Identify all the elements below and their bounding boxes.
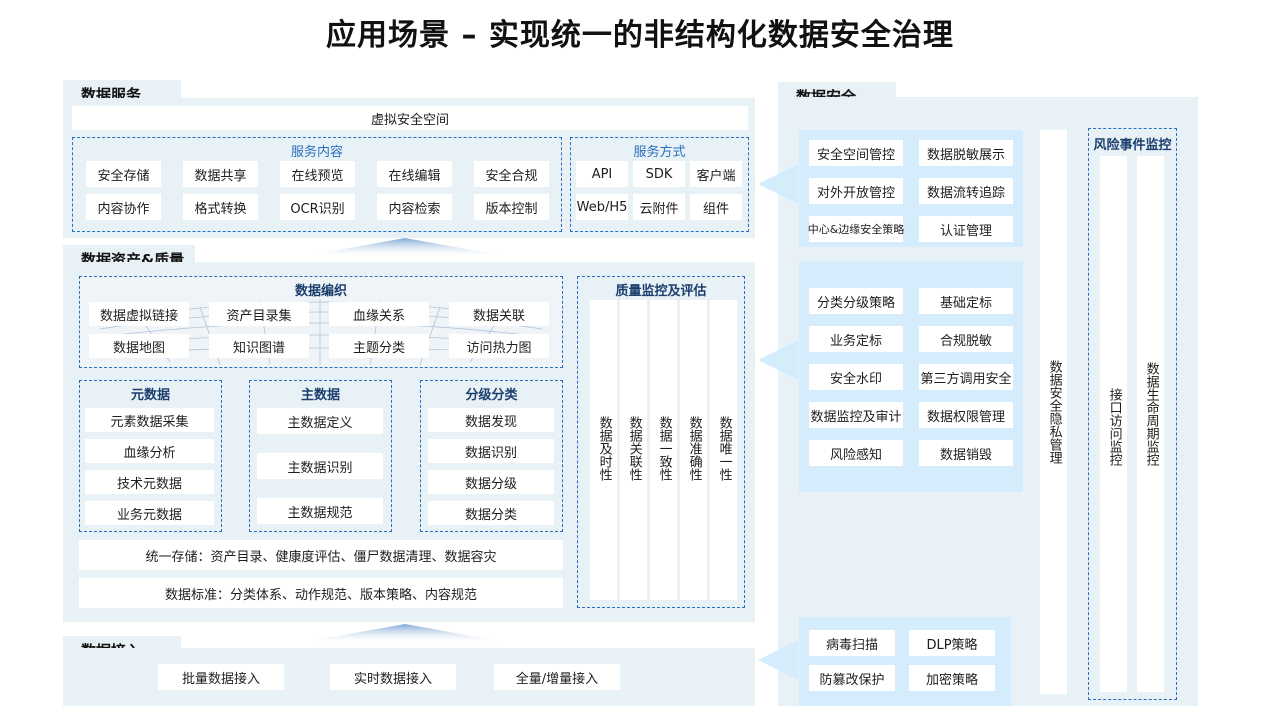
catalog-item: 数据地图 <box>89 334 189 358</box>
risk-column: 接口访问监控 <box>1100 156 1127 692</box>
security-item: 病毒扫描 <box>809 630 895 656</box>
access-item: 批量数据接入 <box>158 664 284 690</box>
security-item: 对外开放管控 <box>809 178 903 204</box>
catalog-title: 数据编织 <box>294 284 347 299</box>
quality-column: 数据准确性 <box>680 300 707 600</box>
security-item: 安全空间管控 <box>809 140 903 166</box>
service-content-item: 内容检索 <box>377 194 452 220</box>
quality-column: 数据及时性 <box>590 300 617 600</box>
virtual-space-bar: 虚拟安全空间 <box>72 106 748 130</box>
service-content-item: 版本控制 <box>474 194 549 220</box>
service-content-item: 安全存储 <box>86 161 161 187</box>
quality-label: 数据关联性 <box>626 416 642 481</box>
meta-title: 元数据 <box>130 388 170 403</box>
meta-item: 元素数据采集 <box>85 408 214 432</box>
security-item: 基础定标 <box>919 288 1013 314</box>
quality-label: 数据唯一性 <box>716 416 732 481</box>
quality-label: 数据一致性 <box>656 416 672 481</box>
service-content-item: OCR识别 <box>280 194 355 220</box>
catalog-item: 知识图谱 <box>209 334 309 358</box>
risk-box <box>1088 128 1177 700</box>
page-title: 应用场景 – 实现统一的非结构化数据安全治理 <box>326 18 954 53</box>
master-item: 主数据定义 <box>257 408 383 434</box>
security-item: DLP策略 <box>909 630 995 656</box>
meta-item: 血缘分析 <box>85 439 214 463</box>
grade-item: 数据发现 <box>428 408 554 432</box>
up-connector-1 <box>305 238 505 256</box>
security-item: 数据流转追踪 <box>919 178 1013 204</box>
access-item: 实时数据接入 <box>330 664 456 690</box>
up-connector-2 <box>305 624 505 642</box>
security-item: 第三方调用安全 <box>919 364 1013 390</box>
quality-column: 数据唯一性 <box>710 300 737 600</box>
security-item: 合规脱敏 <box>919 326 1013 352</box>
service-content-item: 格式转换 <box>183 194 258 220</box>
catalog-item: 主题分类 <box>329 334 429 358</box>
security-item: 分类分级策略 <box>809 288 903 314</box>
security-item: 数据权限管理 <box>919 402 1013 428</box>
security-item: 加密策略 <box>909 665 995 691</box>
meta-box <box>79 380 222 532</box>
service-method-title: 服务方式 <box>633 145 686 160</box>
grade-title: 分级分类 <box>465 388 518 403</box>
risk-label: 接口访问监控 <box>1106 388 1122 466</box>
security-item: 业务定标 <box>809 326 903 352</box>
grade-item: 数据识别 <box>428 439 554 463</box>
quality-label: 数据准确性 <box>686 416 702 481</box>
service-method-item: 组件 <box>690 194 742 220</box>
quality-column: 数据关联性 <box>620 300 647 600</box>
quality-column: 数据一致性 <box>650 300 677 600</box>
quality-title: 质量监控及评估 <box>615 284 707 299</box>
master-item: 主数据规范 <box>257 498 383 524</box>
service-method-item: Web/H5 <box>576 194 628 220</box>
security-item: 数据脱敏展示 <box>919 140 1013 166</box>
service-content-item: 安全合规 <box>474 161 549 187</box>
security-item: 数据销毁 <box>919 440 1013 466</box>
service-method-item: 客户端 <box>690 161 742 187</box>
quality-box <box>577 276 745 608</box>
security-item: 防篡改保护 <box>809 665 895 691</box>
security-item: 风险感知 <box>809 440 903 466</box>
risk-label: 数据生命周期监控 <box>1143 362 1159 466</box>
service-method-item: 云附件 <box>633 194 685 220</box>
catalog-item: 数据关联 <box>449 302 549 326</box>
security-item: 认证管理 <box>919 216 1013 242</box>
service-content-item: 数据共享 <box>183 161 258 187</box>
service-method-box <box>570 137 749 232</box>
privacy-column: 数据安全隐私管理 <box>1040 130 1067 694</box>
meta-item: 业务元数据 <box>85 501 214 525</box>
catalog-item: 资产目录集 <box>209 302 309 326</box>
service-content-item: 在线预览 <box>280 161 355 187</box>
storage-bar: 统一存储：资产目录、健康度评估、僵尸数据清理、数据容灾 <box>79 540 563 570</box>
grade-item: 数据分级 <box>428 470 554 494</box>
service-content-item: 内容协作 <box>86 194 161 220</box>
quality-label: 数据及时性 <box>596 416 612 481</box>
catalog-item: 血缘关系 <box>329 302 429 326</box>
left-arrow-1 <box>758 164 798 204</box>
meta-item: 技术元数据 <box>85 470 214 494</box>
privacy-label: 数据安全隐私管理 <box>1046 360 1062 464</box>
service-content-title: 服务内容 <box>290 145 343 160</box>
standard-bar: 数据标准：分类体系、动作规范、版本策略、内容规范 <box>79 578 563 608</box>
service-content-item: 在线编辑 <box>377 161 452 187</box>
master-title: 主数据 <box>300 388 340 403</box>
access-item: 全量/增量接入 <box>494 664 620 690</box>
grade-box <box>420 380 563 532</box>
risk-column: 数据生命周期监控 <box>1137 156 1164 692</box>
catalog-item: 访问热力图 <box>449 334 549 358</box>
security-item: 中心&边缘安全策略 <box>808 216 904 242</box>
risk-title: 风险事件监控 <box>1093 138 1172 153</box>
service-method-item: API <box>576 161 628 187</box>
security-item: 安全水印 <box>809 364 903 390</box>
security-item: 数据监控及审计 <box>809 402 903 428</box>
master-box <box>249 380 392 532</box>
grade-item: 数据分类 <box>428 501 554 525</box>
left-arrow-3 <box>758 640 798 680</box>
service-content-box <box>72 137 562 232</box>
master-item: 主数据识别 <box>257 453 383 479</box>
service-method-item: SDK <box>633 161 685 187</box>
left-arrow-2 <box>758 340 798 380</box>
catalog-item: 数据虚拟链接 <box>89 302 189 326</box>
